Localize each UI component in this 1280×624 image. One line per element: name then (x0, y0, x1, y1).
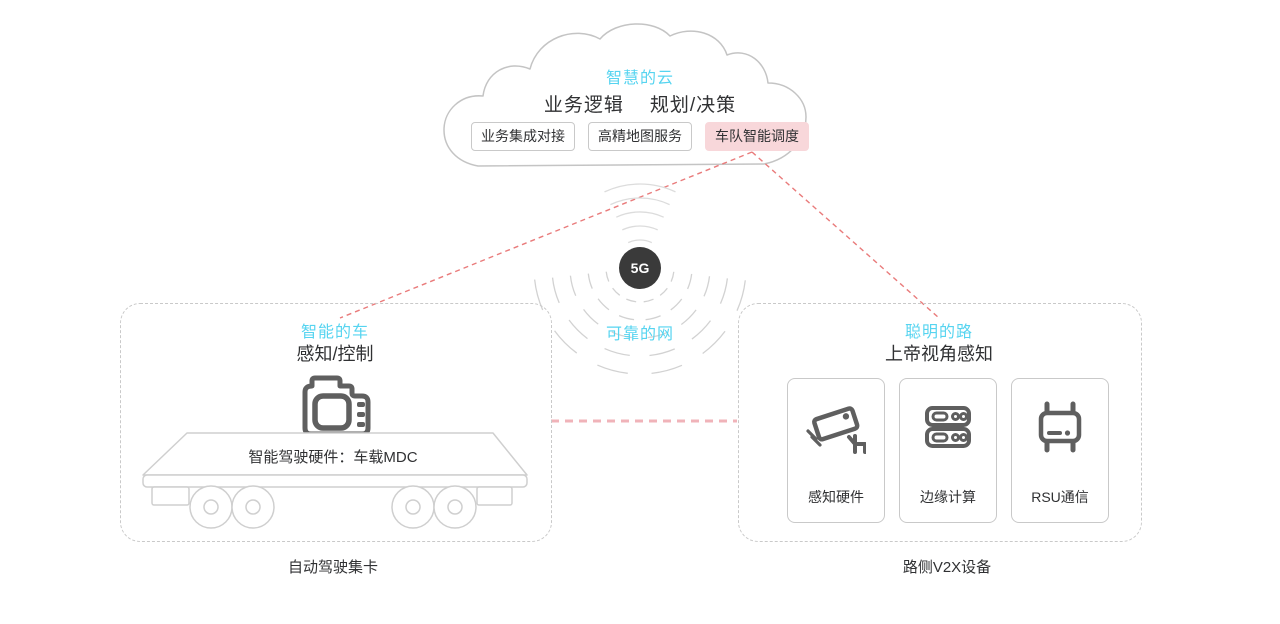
road-subtitle: 上帝视角感知 (885, 344, 993, 364)
vehicle-caption: 自动驾驶集卡 (287, 559, 379, 576)
card-edge-computing: 边缘计算 (899, 378, 997, 523)
chip-hd-map-service: 高精地图服务 (588, 122, 692, 151)
network-title: 可靠的网 (605, 326, 675, 343)
mdc-unit-icon (302, 375, 371, 437)
road-zone-box (738, 303, 1142, 542)
vehicle-zone-box (120, 303, 552, 542)
cloud-subtitle-left: 业务逻辑 (543, 95, 624, 116)
vehicle-title: 智能的车 (300, 324, 370, 341)
cloud-subtitle: 业务逻辑 规划/决策 (544, 90, 736, 117)
connector-cloud-to-road (751, 151, 940, 319)
road-title: 聪明的路 (904, 324, 974, 341)
edge-server-icon (925, 406, 971, 448)
vehicle-hardware-label: 智能驾驶硬件：车载MDC (248, 449, 418, 466)
cloud-title: 智慧的云 (605, 70, 675, 87)
card-label: 感知硬件 (808, 489, 864, 505)
chip-business-integration: 业务集成对接 (471, 122, 575, 151)
cctv-camera-icon (806, 406, 866, 454)
flatbed-truck-illustration (142, 432, 528, 529)
5g-badge-label: 5G (631, 260, 650, 276)
5g-badge: 5G (619, 247, 661, 289)
rsu-icon (1038, 401, 1082, 453)
connector-cloud-to-vehicle (339, 151, 753, 319)
road-caption: 路侧V2X设备 (902, 559, 992, 576)
card-label: 边缘计算 (920, 489, 976, 505)
cloud-subtitle-right: 规划/决策 (649, 95, 737, 116)
cloud-service-chips: 业务集成对接 高精地图服务 车队智能调度 (471, 122, 809, 151)
card-label: RSU通信 (1031, 489, 1089, 505)
card-rsu-communication: RSU通信 (1011, 378, 1109, 523)
signal-arcs-up (604, 183, 676, 244)
card-perception-hardware: 感知硬件 (787, 378, 885, 523)
chip-fleet-smart-dispatch: 车队智能调度 (705, 122, 809, 151)
vehicle-subtitle: 感知/控制 (296, 344, 374, 364)
